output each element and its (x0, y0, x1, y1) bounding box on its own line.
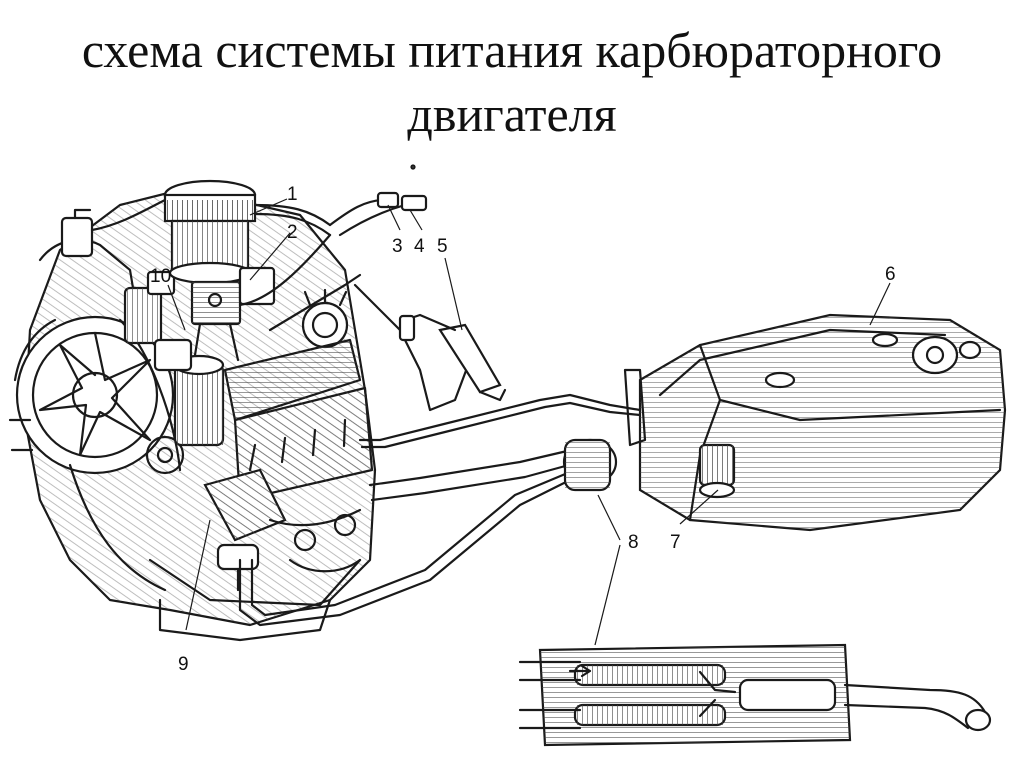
leader-lines (167, 198, 891, 646)
title-line-2: двигателя (407, 86, 617, 142)
fuel-lines (238, 393, 642, 627)
fuel-tank (623, 313, 1007, 532)
callout-1: 1 (287, 184, 298, 205)
distributor (301, 288, 349, 349)
title-line-1: схема системы питания карбюраторного (81, 22, 943, 78)
callout-8: 8 (628, 532, 639, 553)
controls (238, 164, 507, 412)
callout-7: 7 (670, 532, 681, 553)
muffler-section (518, 643, 992, 747)
fan-pulley (15, 315, 185, 592)
callout-10: 10 (150, 266, 171, 287)
callout-2: 2 (287, 222, 298, 243)
slide-title: схема системы питания карбюраторного дви… (0, 18, 1024, 146)
callout-6: 6 (885, 264, 896, 285)
callout-9: 9 (178, 654, 189, 675)
callout-4: 4 (414, 236, 425, 257)
engine (8, 179, 377, 642)
callout-5: 5 (437, 236, 448, 257)
callout-3: 3 (392, 236, 403, 257)
callout-labels: 1 2 3 4 5 6 7 8 9 10 (150, 184, 896, 675)
fuel-pump (203, 468, 287, 592)
oil-filters (123, 270, 225, 447)
air-filter (163, 179, 332, 285)
